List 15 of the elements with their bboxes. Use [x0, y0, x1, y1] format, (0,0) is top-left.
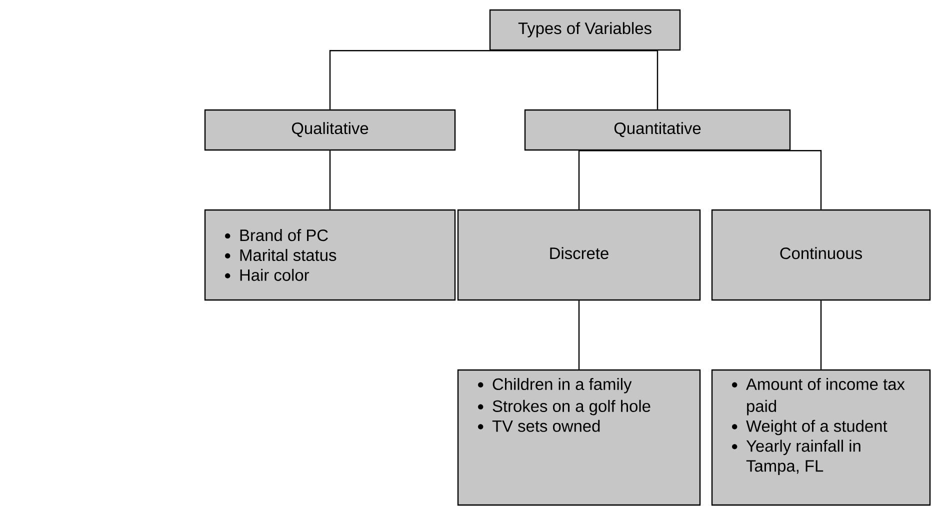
connector-line: [329, 50, 585, 110]
example-list-box: Brand of PC Marital status Hair color: [204, 209, 456, 301]
connector-line: [585, 50, 658, 110]
connector-line: [820, 300, 822, 370]
category-box: Types of Variables: [489, 9, 681, 51]
connector-line: [658, 150, 822, 210]
connector-line: [329, 150, 331, 210]
connector-line: [578, 300, 580, 370]
category-box: Quantitative: [524, 109, 791, 151]
example-list-box: Children in a family Strokes on a golf hole TV sets owned: [457, 369, 701, 506]
category-box: Continuous: [711, 209, 931, 301]
category-box: Discrete: [457, 209, 701, 301]
example-list-box: Amount of income tax paid Weight of a student Yearly rainfall in Tampa, FL: [711, 369, 931, 506]
category-box: Qualitative: [204, 109, 456, 151]
connector-line: [578, 150, 658, 210]
